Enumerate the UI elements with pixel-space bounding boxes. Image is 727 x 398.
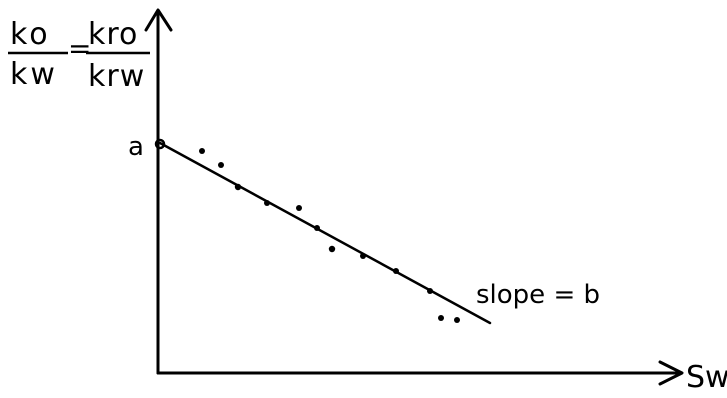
equals-text: = <box>68 32 91 65</box>
data-point <box>264 200 270 206</box>
kw-text: kw <box>10 57 58 92</box>
y-axis-label: ko kw = kro krw <box>8 17 150 94</box>
data-points <box>199 148 460 323</box>
data-point <box>454 317 460 323</box>
kro-text: kro <box>88 17 138 52</box>
data-point <box>314 225 320 231</box>
data-point <box>199 148 205 154</box>
data-point <box>393 268 399 274</box>
data-point <box>218 162 224 168</box>
slope-label: slope = b <box>476 280 600 310</box>
ko-text: ko <box>10 17 51 52</box>
x-axis <box>156 360 684 386</box>
data-point <box>438 315 444 321</box>
data-point <box>427 288 433 294</box>
intercept-label: a <box>128 132 144 162</box>
data-point <box>296 205 302 211</box>
trend-line <box>158 141 492 325</box>
intercept-point <box>154 138 166 150</box>
data-point <box>234 183 242 191</box>
x-axis-label: Sw <box>686 360 727 395</box>
data-point <box>328 245 336 253</box>
y-axis <box>144 8 173 375</box>
data-point <box>360 253 366 259</box>
krw-text: krw <box>88 59 145 94</box>
